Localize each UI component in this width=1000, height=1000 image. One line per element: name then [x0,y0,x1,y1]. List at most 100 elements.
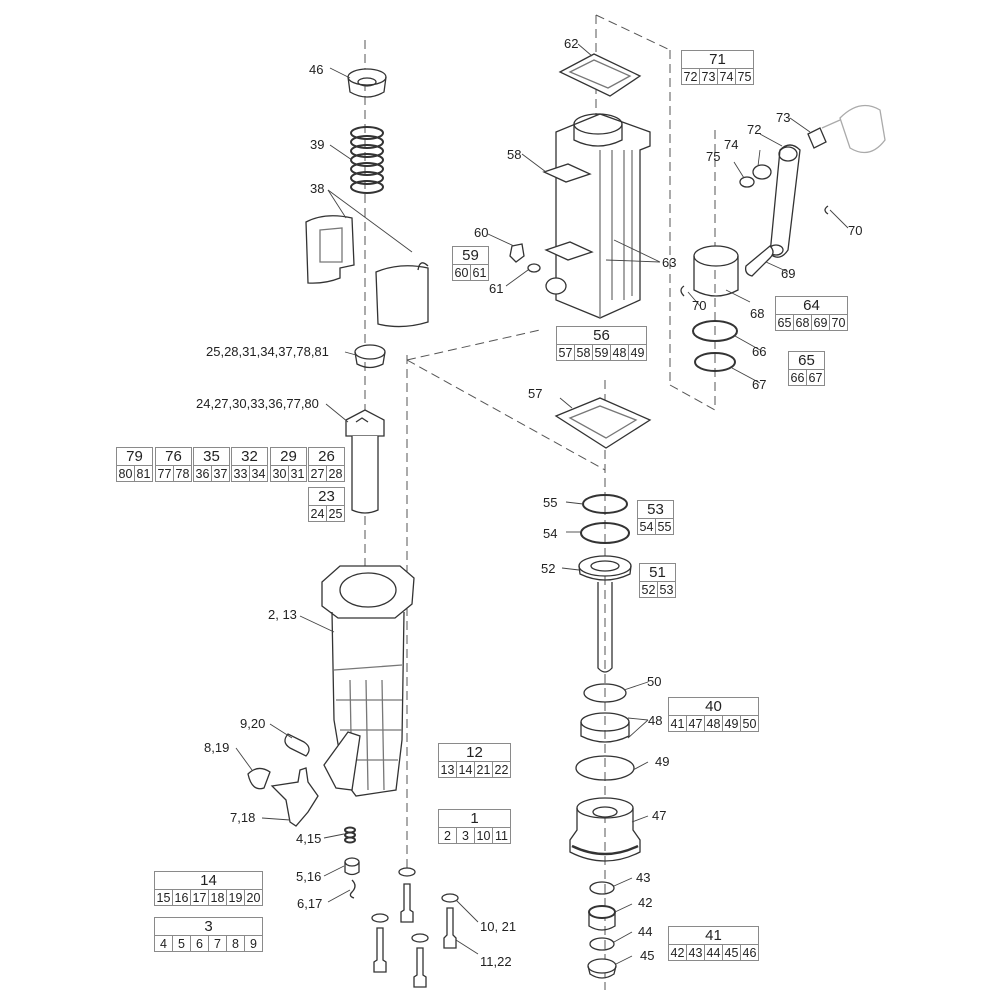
part-48-rings [580,712,630,743]
callout-10-21: 10, 21 [480,919,517,934]
part-pin [284,733,310,757]
callout-69: 69 [781,266,796,281]
callout-6-17: 6,17 [297,896,323,911]
crankshaft-reference [821,104,886,154]
part-72-conrod [768,144,801,258]
part-75-ring [739,176,755,188]
callout-11-22: 11,22 [480,954,512,969]
callout-57: 57 [528,386,543,401]
callout-58: 58 [507,147,522,162]
part-57-gasket [554,397,652,449]
part-lever-cap [247,767,271,790]
part-lever [270,767,319,827]
part-58-cylinder [542,113,651,319]
part-60-plug [509,243,525,263]
callout-66: 66 [752,344,767,359]
part-small-spring [344,826,356,844]
callout-75: 75 [706,149,721,164]
callout-24-27-30-33-36-77-80: 24,27,30,33,36,77,80 [196,396,319,411]
part-44-ring [589,937,615,951]
callout-43: 43 [636,870,651,885]
callout-25-28-31-34-37-78-81: 25,28,31,34,37,78,81 [206,344,329,359]
callout-70-right: 70 [848,223,863,238]
leader-lines [235,43,849,965]
part-52-piston-rod [578,555,632,673]
callout-44: 44 [638,924,653,939]
callout-7-18: 7,18 [230,810,256,825]
callout-47: 47 [652,808,667,823]
callout-63: 63 [662,255,677,270]
part-housing [321,565,415,797]
callout-8-19: 8,19 [204,740,230,755]
part-62-gasket [558,53,642,97]
callout-60: 60 [474,225,489,240]
part-70-clip-left [680,285,685,297]
part-46-cap [347,68,387,98]
callout-46: 46 [309,62,324,77]
callout-42: 42 [638,895,653,910]
part-68-piston [693,245,739,297]
callout-73: 73 [776,110,791,125]
callout-38: 38 [310,181,325,196]
callout-48: 48 [648,713,663,728]
part-tube [345,409,385,514]
part-54-ring [580,522,630,544]
part-bolts-washers [371,867,459,988]
part-69-piston-pin [744,245,774,277]
part-47-guide [569,797,641,862]
part-small-bushing [344,857,360,876]
part-61-washer [527,263,541,273]
callout-55: 55 [543,495,558,510]
part-43-ring [589,881,615,895]
part-74-ring [752,164,772,180]
callout-9-20: 9,20 [240,716,266,731]
callout-45: 45 [640,948,655,963]
part-45-cap [587,958,617,979]
callout-54: 54 [543,526,558,541]
callout-4-15: 4,15 [296,831,322,846]
callout-62: 62 [564,36,579,51]
part-67-ring [694,352,736,372]
callout-39: 39 [310,137,325,152]
callout-52: 52 [541,561,556,576]
callout-68: 68 [750,306,765,321]
callout-50: 50 [647,674,662,689]
callout-5-16: 5,16 [296,869,322,884]
part-70-clip [824,205,829,215]
callout-74: 74 [724,137,739,152]
callout-70-left: 70 [692,298,707,313]
part-50-ring [583,683,627,703]
part-nut [354,344,386,369]
part-73-bearing [807,127,827,149]
part-66-ring [692,320,738,342]
callout-67: 67 [752,377,767,392]
part-39-spring [350,126,384,194]
callout-49: 49 [655,754,670,769]
part-clip [349,879,356,899]
callout-72: 72 [747,122,762,137]
part-49-ring [575,755,635,781]
part-38-half-shells [305,215,429,328]
callout-2-13: 2, 13 [268,607,297,622]
